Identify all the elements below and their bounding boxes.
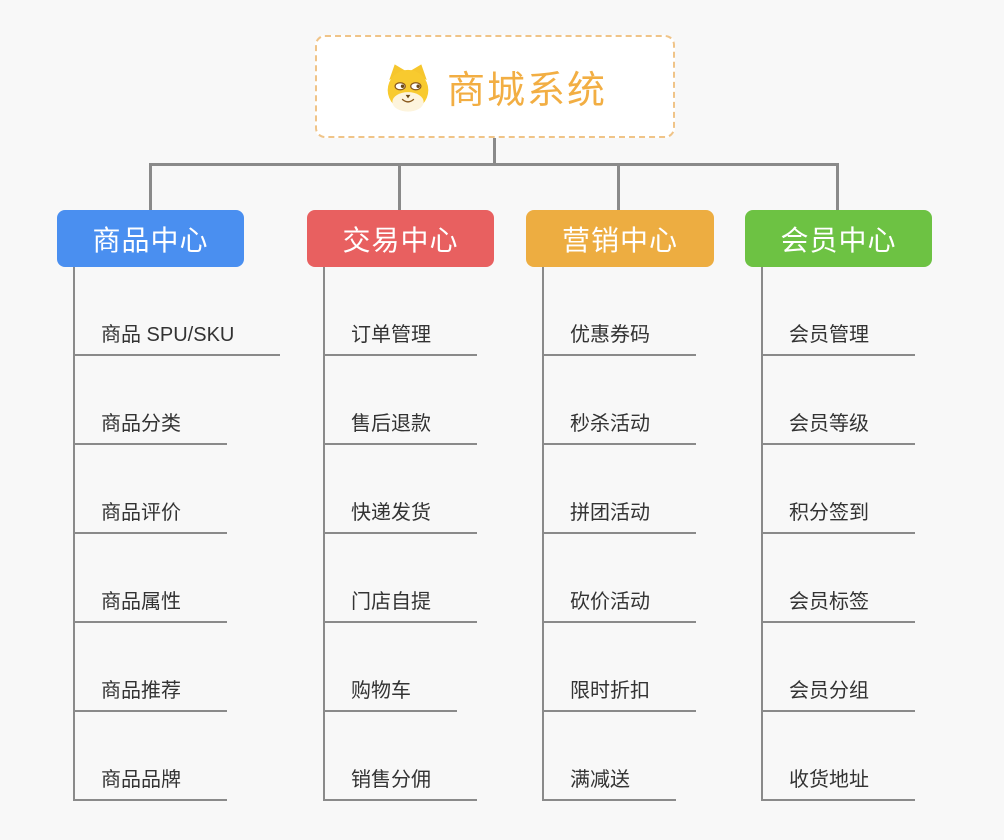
child-node[interactable]: 秒杀活动 [544,356,696,445]
connector-root-stem [493,138,496,164]
child-node[interactable]: 满减送 [544,712,676,801]
child-node-label: 拼团活动 [570,502,650,524]
child-node-label: 秒杀活动 [570,413,650,435]
child-node-label: 会员分组 [789,680,869,702]
child-node[interactable]: 快递发货 [325,445,477,534]
child-node[interactable]: 会员等级 [763,356,915,445]
child-node-label: 购物车 [351,680,411,702]
branch-label: 会员中心 [780,224,897,256]
branch-node-1[interactable]: 交易中心 [307,210,494,267]
connector-horizontal [149,163,839,166]
branch-children-column: 商品 SPU/SKU 商品分类商品评价商品属性商品推荐商品品牌 [73,267,281,801]
child-node[interactable]: 限时折扣 [544,623,696,712]
child-node-label: 会员等级 [789,413,869,435]
branch-node-3[interactable]: 会员中心 [745,210,932,267]
connector-branch-drop [617,163,620,210]
child-node[interactable]: 积分签到 [763,445,915,534]
child-node-label: 会员标签 [789,591,869,613]
branch-node-0[interactable]: 商品中心 [57,210,244,267]
child-node-label: 门店自提 [351,591,431,613]
branch-node-2[interactable]: 营销中心 [526,210,714,267]
child-node[interactable]: 会员管理 [763,267,915,356]
child-node-label: 商品分类 [101,413,181,435]
branch-children-column: 优惠券码秒杀活动拼团活动砍价活动限时折扣满减送 [542,267,696,801]
child-node[interactable]: 售后退款 [325,356,477,445]
child-node-label: 积分签到 [789,502,869,524]
child-node-label: 售后退款 [351,413,431,435]
branch-label: 交易中心 [342,224,459,256]
child-node[interactable]: 会员分组 [763,623,915,712]
child-node-label: 优惠券码 [570,324,650,346]
child-node-label: 限时折扣 [570,680,650,702]
child-node[interactable]: 拼团活动 [544,445,696,534]
child-node[interactable]: 收货地址 [763,712,915,801]
branch-label: 营销中心 [561,224,678,256]
branch-children-column: 会员管理会员等级积分签到会员标签会员分组收货地址 [761,267,915,801]
child-node[interactable]: 商品属性 [75,534,227,623]
child-node[interactable]: 会员标签 [763,534,915,623]
branch-children-column: 订单管理售后退款快递发货门店自提购物车销售分佣 [323,267,477,801]
child-node-label: 会员管理 [789,324,869,346]
child-node-label: 砍价活动 [570,591,650,613]
child-node[interactable]: 商品推荐 [75,623,227,712]
connector-branch-drop [149,163,152,210]
connector-branch-drop [398,163,401,210]
child-node[interactable]: 购物车 [325,623,457,712]
child-node-label: 商品 SPU/SKU [101,324,235,346]
child-node-label: 满减送 [570,769,630,791]
child-node[interactable]: 商品评价 [75,445,227,534]
branch-label: 商品中心 [92,224,209,256]
root-node[interactable]: 商城系统 [315,35,675,138]
child-node-label: 订单管理 [351,324,431,346]
child-node[interactable]: 砍价活动 [544,534,696,623]
child-node[interactable]: 门店自提 [325,534,477,623]
child-node-label: 商品推荐 [101,680,181,702]
child-node[interactable]: 商品 SPU/SKU [75,267,281,356]
child-node-label: 快递发货 [351,502,431,524]
child-node[interactable]: 订单管理 [325,267,477,356]
child-node-label: 商品评价 [101,502,181,524]
child-node-label: 商品属性 [101,591,181,613]
connector-branch-drop [836,163,839,210]
dog-face-icon [383,62,433,112]
root-title: 商城系统 [446,70,607,112]
child-node-label: 商品品牌 [101,769,181,791]
child-node[interactable]: 销售分佣 [325,712,477,801]
child-node[interactable]: 优惠券码 [544,267,696,356]
child-node-label: 收货地址 [789,769,869,791]
child-node[interactable]: 商品品牌 [75,712,227,801]
child-node[interactable]: 商品分类 [75,356,227,445]
child-node-label: 销售分佣 [351,769,431,791]
